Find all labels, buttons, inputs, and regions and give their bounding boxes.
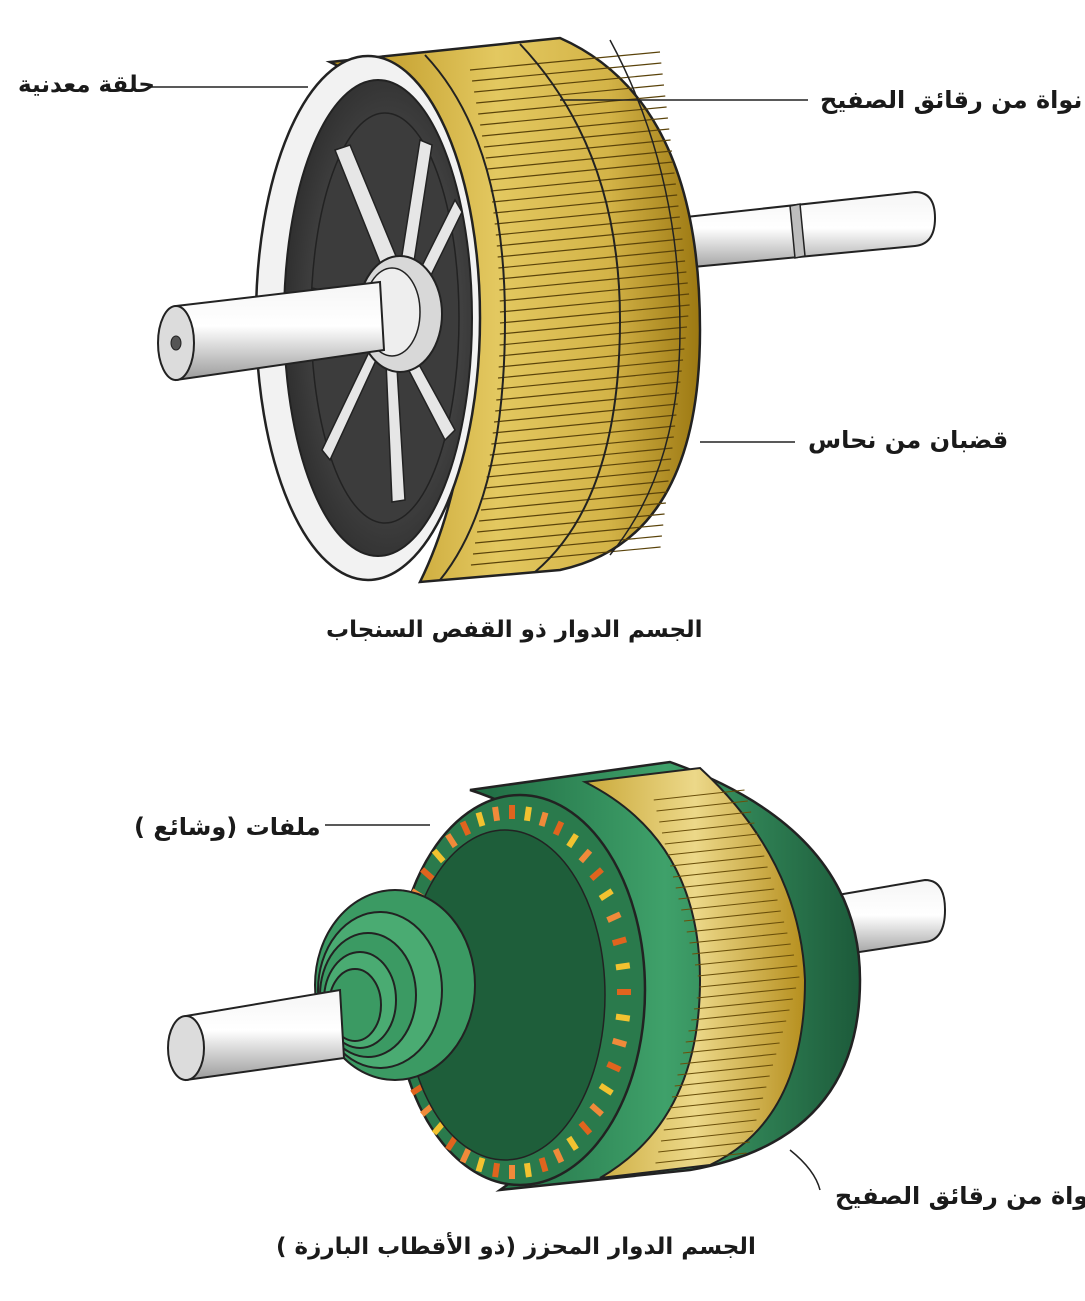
label-laminated-core-bottom: نواة من رقائق الصفيح <box>835 1182 1085 1210</box>
coil-slot <box>475 811 486 827</box>
caption-squirrel-cage: الجسم الدوار ذو القفص السنجاب <box>326 617 703 643</box>
coil-slot <box>523 1162 532 1178</box>
coil-slot <box>606 1061 622 1073</box>
coil-slot <box>606 911 622 923</box>
coil-slot <box>598 1083 614 1096</box>
coil-slot <box>509 1165 515 1179</box>
coil-slot <box>611 936 628 947</box>
coil-slot <box>538 811 549 827</box>
coil-slot <box>578 848 593 864</box>
coil-slot <box>538 1157 549 1173</box>
coil-slot <box>552 820 565 836</box>
coil-slot <box>589 867 604 881</box>
coil-slot <box>552 1148 565 1164</box>
coil-slot <box>523 806 532 822</box>
coil-slot <box>566 833 579 849</box>
coil-slot <box>431 848 446 864</box>
shaft-right <box>639 190 937 274</box>
label-metal-ring: حلقة معدنية <box>18 72 155 98</box>
coil-slot <box>445 833 458 849</box>
leader-lines-top <box>152 86 808 443</box>
squirrel-cage-rotor <box>152 36 937 584</box>
green-drum <box>469 760 862 1192</box>
coil-slot <box>459 1148 472 1164</box>
coil-slot <box>615 962 631 971</box>
coil-slot <box>509 805 515 819</box>
coil-slot <box>420 867 435 881</box>
coil-slot <box>459 820 472 836</box>
coil-slot <box>611 1037 628 1048</box>
caption-salient-pole: الجسم الدوار المحزز (ذو الأقطاب البارزة … <box>276 1234 756 1260</box>
stepped-poles <box>314 889 476 1081</box>
coil-slot <box>566 1135 579 1151</box>
coil-slot <box>589 1103 604 1117</box>
coil-slot <box>615 1013 631 1022</box>
coil-slot <box>492 806 501 822</box>
label-laminated-core-top: نواة من رقائق الصفيح <box>820 86 1083 114</box>
shaft-left <box>157 280 386 382</box>
shaft-left-bottom <box>167 988 346 1082</box>
leader-lines-bottom <box>325 824 821 1191</box>
coil-slot <box>617 989 631 995</box>
label-copper-bars: قضبان من نحاس <box>808 426 1009 454</box>
label-coils: ملفات (وشائع ) <box>134 813 321 841</box>
front-face <box>393 793 647 1187</box>
coil-slot <box>475 1157 486 1173</box>
coil-slot <box>598 888 614 901</box>
coil-slot <box>578 1120 593 1136</box>
coil-slot <box>492 1162 501 1178</box>
coil-slot <box>445 1135 458 1151</box>
laminated-core-drum <box>325 36 702 584</box>
salient-pole-rotor <box>167 760 947 1192</box>
